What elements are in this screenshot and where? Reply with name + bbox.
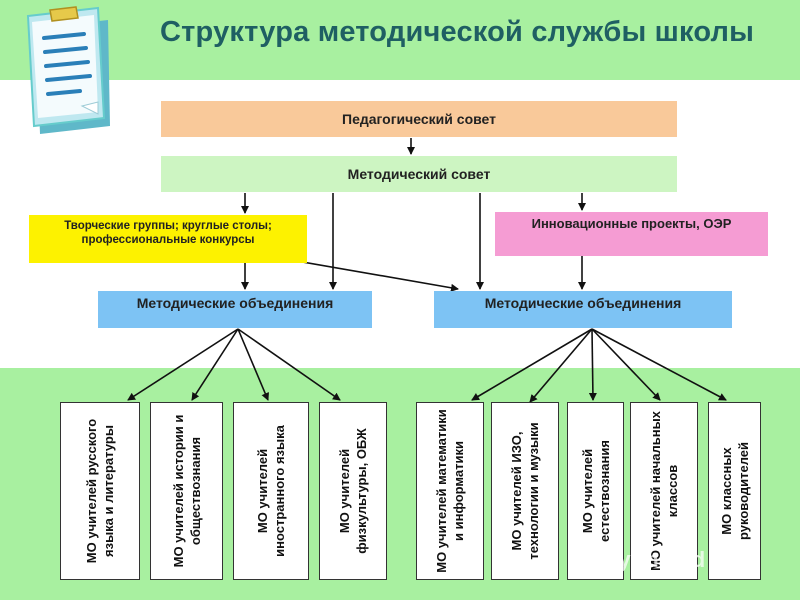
leaf-mo-primary: МО учителей начальных классов: [630, 402, 698, 580]
leaf-mo-homeroom: МО классных руководителей: [708, 402, 761, 580]
leaf-label: МО учителей истории и обществознания: [170, 414, 203, 568]
pedagogical-council-box: Педагогический совет: [161, 101, 677, 137]
leaf-mo-art: МО учителей ИЗО, технологии и музыки: [491, 402, 559, 580]
leaf-label: МО классных руководителей: [718, 442, 751, 541]
leaf-label: МО учителей математики и информатики: [434, 409, 466, 573]
methodical-associations-right-box: Методические объединения: [434, 291, 732, 328]
leaf-mo-history: МО учителей истории и обществознания: [150, 402, 223, 580]
top-band: [0, 0, 800, 80]
leaf-label: МО учителей физкультуры, ОБЖ: [337, 428, 369, 554]
leaf-mo-math: МО учителей математики и информатики: [416, 402, 484, 580]
leaf-mo-science: МО учителей естествознания: [567, 402, 624, 580]
methodical-council-box: Методический совет: [161, 156, 677, 192]
leaf-label: МО учителей ИЗО, технологии и музыки: [509, 422, 541, 560]
innovation-projects-box: Инновационные проекты, ОЭР: [495, 212, 768, 256]
methodical-associations-left-box: Методические объединения: [98, 291, 372, 328]
watermark: MyShared: [600, 547, 706, 572]
page-title: Структура методической службы школы: [160, 16, 755, 48]
leaf-mo-foreign-language: МО учителей иностранного языка: [233, 402, 309, 580]
leaf-label: МО учителей иностранного языка: [255, 425, 287, 557]
creative-groups-box: Творческие группы; круглые столы; профес…: [29, 215, 307, 263]
leaf-mo-russian: МО учителей русского языка и литературы: [60, 402, 140, 580]
leaf-label: МО учителей русского языка и литературы: [84, 418, 116, 564]
leaf-mo-pe: МО учителей физкультуры, ОБЖ: [319, 402, 387, 580]
clipboard-icon: [26, 6, 110, 134]
